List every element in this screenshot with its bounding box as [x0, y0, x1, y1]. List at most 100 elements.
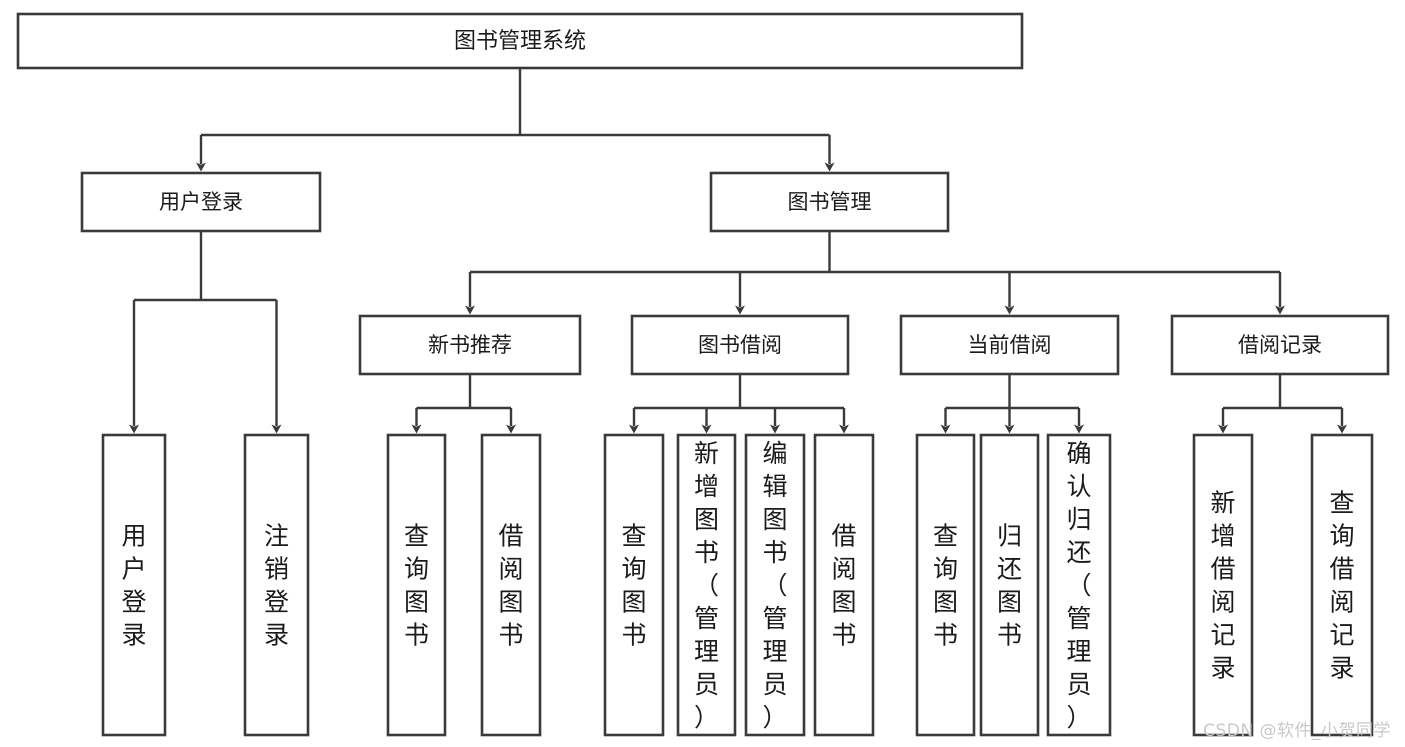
leaf-label-char: 记: [1329, 621, 1354, 650]
leaf-label-char: 管: [694, 604, 719, 633]
leaf-label-char: 辑: [762, 472, 787, 501]
leaf-label-char: 图: [621, 588, 646, 617]
leaf-label-char: 录: [264, 621, 289, 650]
leaf-label-char: 书: [404, 621, 429, 650]
node-label: 图书借阅: [698, 333, 782, 357]
leaf-label-char: 书: [621, 621, 646, 650]
leaf-label-char: 图: [762, 505, 787, 534]
leaf-label-char: 理: [694, 637, 719, 666]
leaf-label-char: 用: [121, 522, 146, 551]
leaf-label-char: 销: [264, 555, 289, 584]
leaf-label-char: 归: [997, 522, 1022, 551]
leaf-label-char: 员: [1066, 670, 1091, 699]
leaf-label-char: 询: [933, 555, 958, 584]
leaf-label-char: 新: [1210, 489, 1235, 518]
node-user-login[interactable]: 用户登录: [80, 171, 322, 233]
leaf-label-char: 注: [264, 522, 289, 551]
leaf-label-char: （: [1066, 571, 1091, 600]
node-label: 用户登录: [159, 190, 243, 214]
leaf-label-char: 理: [1066, 637, 1091, 666]
leaf-label-char: 增: [1210, 522, 1235, 551]
leaf-label-char: 图: [831, 588, 856, 617]
leaf-label-char: 认: [1066, 472, 1091, 501]
leaf-label-char: 确: [1066, 439, 1091, 468]
node-book-borrow[interactable]: 图书借阅: [630, 314, 850, 376]
leaf-label-char: 记: [1210, 621, 1235, 650]
connector-edges: [129, 68, 1347, 434]
leaf-label-char: 登: [121, 588, 146, 617]
leaf-label-char: 借: [1329, 555, 1354, 584]
leaf-label-char: 借: [498, 522, 523, 551]
leaf-label-char: 管: [1066, 604, 1091, 633]
leaf-label-char: 图: [404, 588, 429, 617]
node-boxes: 图书管理系统用户登录图书管理新书推荐图书借阅当前借阅借阅记录用户登录注销登录查询…: [16, 12, 1390, 737]
leaf-label-char: 还: [1066, 538, 1091, 567]
leaf-label-char: （: [762, 571, 787, 600]
leaf-label-char: 查: [404, 522, 429, 551]
leaf-label-char: 查: [621, 522, 646, 551]
leaf-label-char: 阅: [1210, 588, 1235, 617]
node-label: 图书管理系统: [454, 29, 586, 54]
watermark-text: CSDN @软件_小贺同学: [1203, 721, 1391, 741]
node-book-manage[interactable]: 图书管理: [709, 171, 950, 233]
leaf-label-char: 登: [264, 588, 289, 617]
leaf-label-char: 管: [762, 604, 787, 633]
leaf-label-char: 询: [404, 555, 429, 584]
leaf-label-char: 图: [694, 505, 719, 534]
leaf-label-char: 员: [762, 670, 787, 699]
leaf-label-char: 阅: [831, 555, 856, 584]
leaf-label-char: 阅: [498, 555, 523, 584]
leaf-label-char: 借: [1210, 555, 1235, 584]
node-label: 当前借阅: [968, 333, 1052, 357]
node-new-book-recommend[interactable]: 新书推荐: [358, 314, 582, 376]
node-borrow-record[interactable]: 借阅记录: [1170, 314, 1390, 376]
leaf-label-char: ）: [694, 703, 719, 732]
node-label: 图书管理: [788, 190, 872, 214]
leaf-label-char: 图: [498, 588, 523, 617]
leaf-label-char: ）: [1066, 703, 1091, 732]
leaf-label-char: 书: [831, 621, 856, 650]
leaf-label-char: 书: [762, 538, 787, 567]
leaf-label-char: （: [694, 571, 719, 600]
node-label: 新书推荐: [428, 333, 512, 357]
leaf-label-char: 编: [762, 439, 787, 468]
leaf-label-char: 询: [1329, 522, 1354, 551]
leaf-label-char: 书: [997, 621, 1022, 650]
leaf-label-char: 书: [498, 621, 523, 650]
leaf-label-char: 查: [1329, 489, 1354, 518]
leaf-label-char: ）: [762, 703, 787, 732]
node-current-borrow[interactable]: 当前借阅: [899, 314, 1120, 376]
leaf-label-char: 借: [831, 522, 856, 551]
leaf-label-char: 还: [997, 555, 1022, 584]
leaf-label-char: 书: [933, 621, 958, 650]
leaf-label-char: 阅: [1329, 588, 1354, 617]
node-label: 借阅记录: [1238, 333, 1322, 357]
leaf-label-char: 查: [933, 522, 958, 551]
leaf-label-char: 理: [762, 637, 787, 666]
leaf-label-char: 录: [121, 621, 146, 650]
leaf-label-char: 询: [621, 555, 646, 584]
leaf-label-char: 增: [694, 472, 719, 501]
node-root[interactable]: 图书管理系统: [16, 12, 1024, 70]
leaf-label-char: 录: [1329, 654, 1354, 683]
leaf-label-char: 归: [1066, 505, 1091, 534]
leaf-label-char: 图: [933, 588, 958, 617]
leaf-label-char: 书: [694, 538, 719, 567]
leaf-label-char: 图: [997, 588, 1022, 617]
node-leaf-user-login[interactable]: 用户登录: [101, 433, 167, 737]
leaf-label-char: 员: [694, 670, 719, 699]
